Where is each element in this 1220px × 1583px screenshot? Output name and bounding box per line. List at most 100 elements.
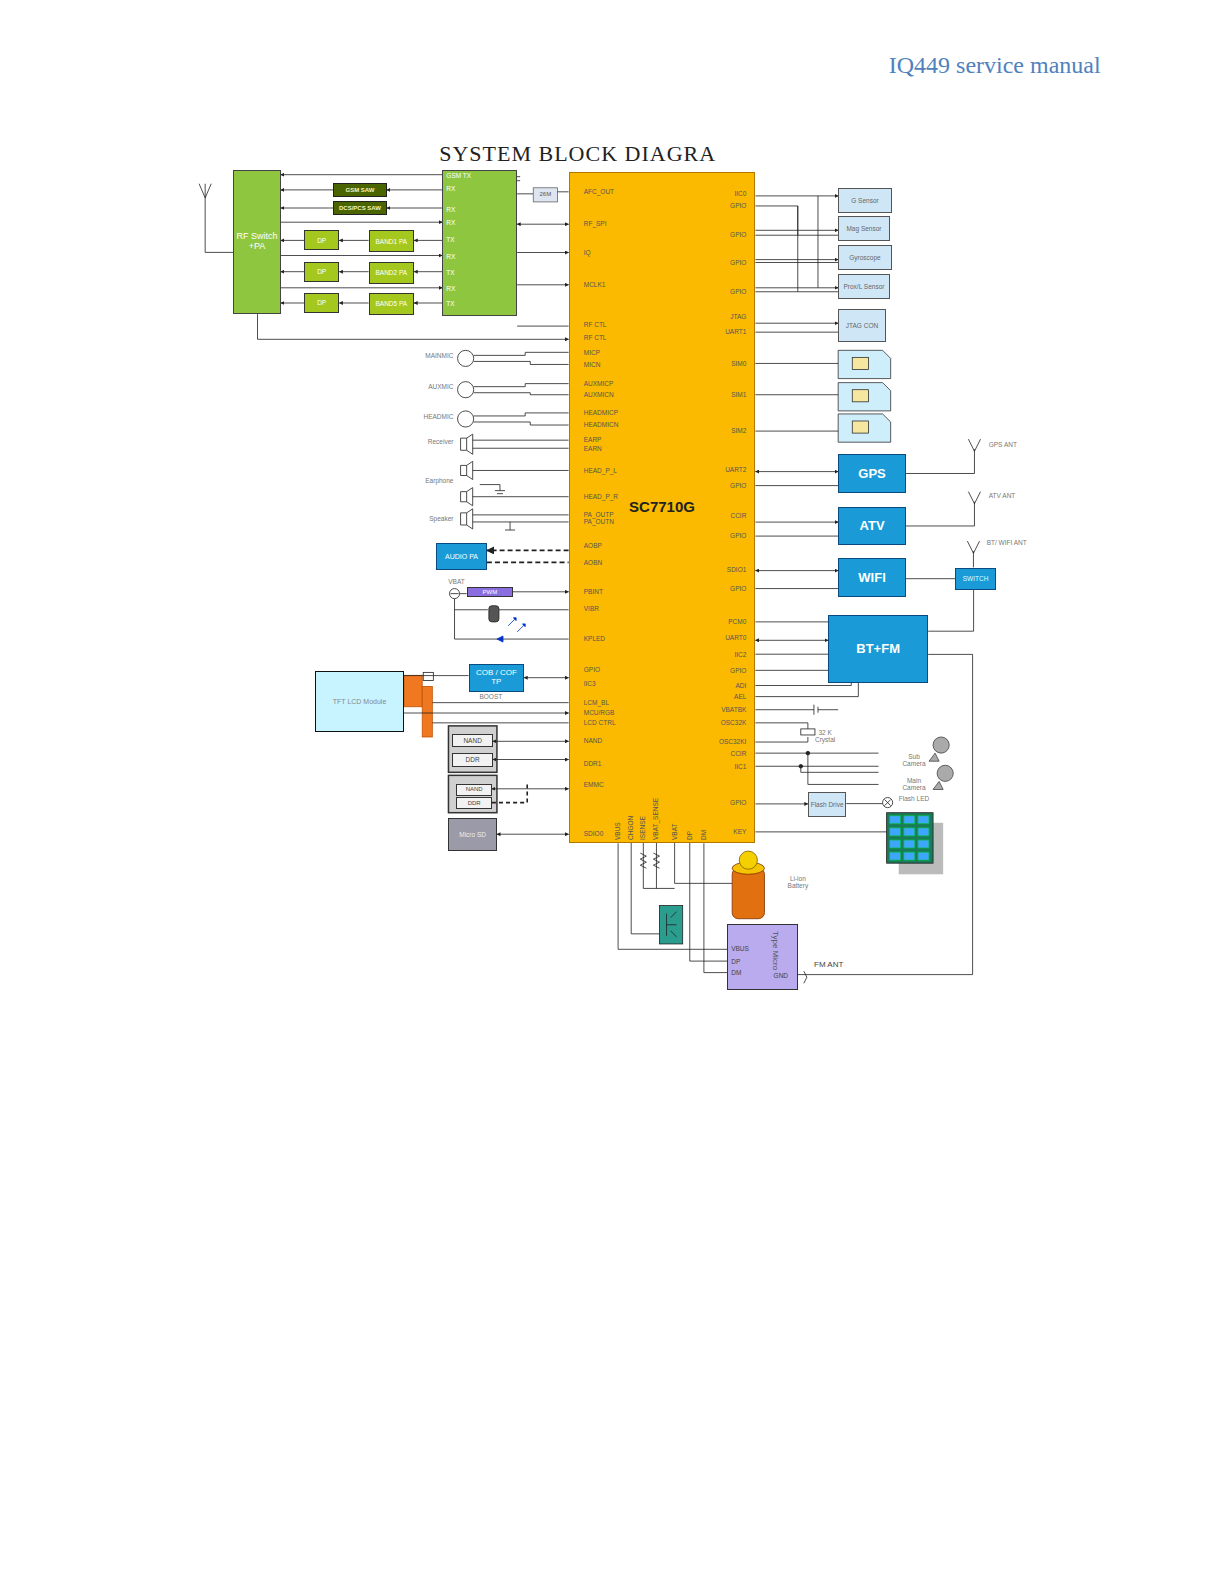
block-label: BAND2 PA xyxy=(376,269,408,276)
block-label: NAND xyxy=(466,786,483,793)
signal-label: GPIO xyxy=(730,532,746,539)
signal-label: SIM0 xyxy=(731,360,746,367)
connector xyxy=(755,640,828,641)
connector xyxy=(517,252,569,253)
signal-label: FM ANT xyxy=(814,961,843,970)
signal-label: SIM1 xyxy=(731,391,746,398)
block-box: G Sensor xyxy=(838,188,892,213)
block-label: Mag Sensor xyxy=(846,225,881,232)
crystal-symbol xyxy=(801,729,815,735)
block-label: TX xyxy=(446,300,454,307)
block-box: DP xyxy=(304,293,339,313)
signal-label: Receiver xyxy=(428,438,454,445)
wire xyxy=(517,326,568,327)
block-label: SWITCH xyxy=(963,575,989,582)
fpc-connector xyxy=(422,687,432,737)
key xyxy=(918,852,929,860)
mic-wires xyxy=(474,352,569,425)
wire xyxy=(846,803,882,804)
connector xyxy=(414,271,442,272)
block-label: BT+FM xyxy=(856,642,900,656)
connector xyxy=(281,174,443,175)
signal-label: NAND xyxy=(584,737,602,744)
signal-label: AUXMICN xyxy=(584,391,614,398)
connector xyxy=(755,195,838,196)
connector xyxy=(414,303,442,304)
connector xyxy=(281,222,443,223)
connector xyxy=(281,255,443,256)
block-label: JTAG CON xyxy=(846,322,878,329)
signal-label: HEADMICN xyxy=(584,421,619,428)
wire xyxy=(473,515,569,530)
connector xyxy=(339,303,368,304)
key xyxy=(890,852,901,860)
signal-label: RF_SPI xyxy=(584,220,607,227)
connector xyxy=(928,590,974,631)
connector xyxy=(704,843,727,972)
block-box: Prox/L Sensor xyxy=(838,274,890,299)
signal-label: DM xyxy=(731,969,741,976)
signal-label: MCU/RGB xyxy=(584,709,615,716)
connector xyxy=(497,834,569,835)
memory-package xyxy=(448,726,496,772)
receiver-symbol xyxy=(461,434,473,454)
signal-label: Sub Camera xyxy=(899,753,929,767)
block-box: WIFI xyxy=(838,558,906,596)
antenna xyxy=(906,439,981,567)
connector xyxy=(281,240,304,241)
connector xyxy=(339,240,368,241)
signal-label: MICN xyxy=(584,361,601,368)
block-label: RX xyxy=(446,253,455,260)
signal-label: IIC0 xyxy=(734,190,746,197)
signal-label: MAINMIC xyxy=(425,352,453,359)
junction-dot xyxy=(799,764,803,768)
wire xyxy=(558,191,569,192)
sim-card xyxy=(838,383,890,411)
signal-label: DM xyxy=(700,830,707,840)
block-box: COB / COF TP xyxy=(469,664,525,692)
block-label: SC7710G xyxy=(629,499,695,516)
signal-label: AEL xyxy=(734,693,746,700)
signal-label: RF CTL xyxy=(584,321,607,328)
signal-label: CCIR xyxy=(730,512,746,519)
block-box: BAND2 PA xyxy=(369,262,414,284)
memory-package xyxy=(448,775,496,812)
key xyxy=(918,828,929,836)
block-box: GPS xyxy=(838,454,906,492)
connector xyxy=(755,259,838,260)
signal-label: SDIO0 xyxy=(584,830,604,837)
fpc-connector xyxy=(404,675,422,706)
camera-wires xyxy=(755,753,878,784)
signal-label: PCM0 xyxy=(728,618,746,625)
signal-label: VIBR xyxy=(584,605,599,612)
signal-label: AOBP xyxy=(584,542,602,549)
connector xyxy=(755,323,838,324)
connector xyxy=(281,208,334,209)
signal-label: GPIO xyxy=(730,231,746,238)
block-box: BAND5 PA xyxy=(369,293,414,315)
connector xyxy=(493,759,569,760)
signal-label: UART2 xyxy=(725,466,746,473)
signal-label: EARN xyxy=(584,445,602,452)
block-label: RF Switch +PA xyxy=(235,232,278,252)
connector xyxy=(339,271,368,272)
block-box: DCS/PCS SAW xyxy=(333,201,387,215)
key xyxy=(904,816,915,824)
block-box: SWITCH xyxy=(955,568,995,590)
dashed-wire xyxy=(487,562,569,564)
signal-label: SDIO1 xyxy=(727,566,747,573)
block-label: DDR xyxy=(466,756,480,763)
signal-label: AUXMIC xyxy=(428,383,453,390)
signal-label: AUXMICP xyxy=(584,380,614,387)
connector xyxy=(524,677,569,678)
earphone-symbol xyxy=(461,461,473,505)
block-box: Mag Sensor xyxy=(838,216,890,241)
key xyxy=(904,852,915,860)
block-box: NAND xyxy=(456,784,491,796)
key xyxy=(918,840,929,848)
signal-label: 32 K Crystal xyxy=(808,729,842,743)
block-box: Flash Drive xyxy=(808,792,846,817)
signal-label: GND xyxy=(774,972,788,979)
